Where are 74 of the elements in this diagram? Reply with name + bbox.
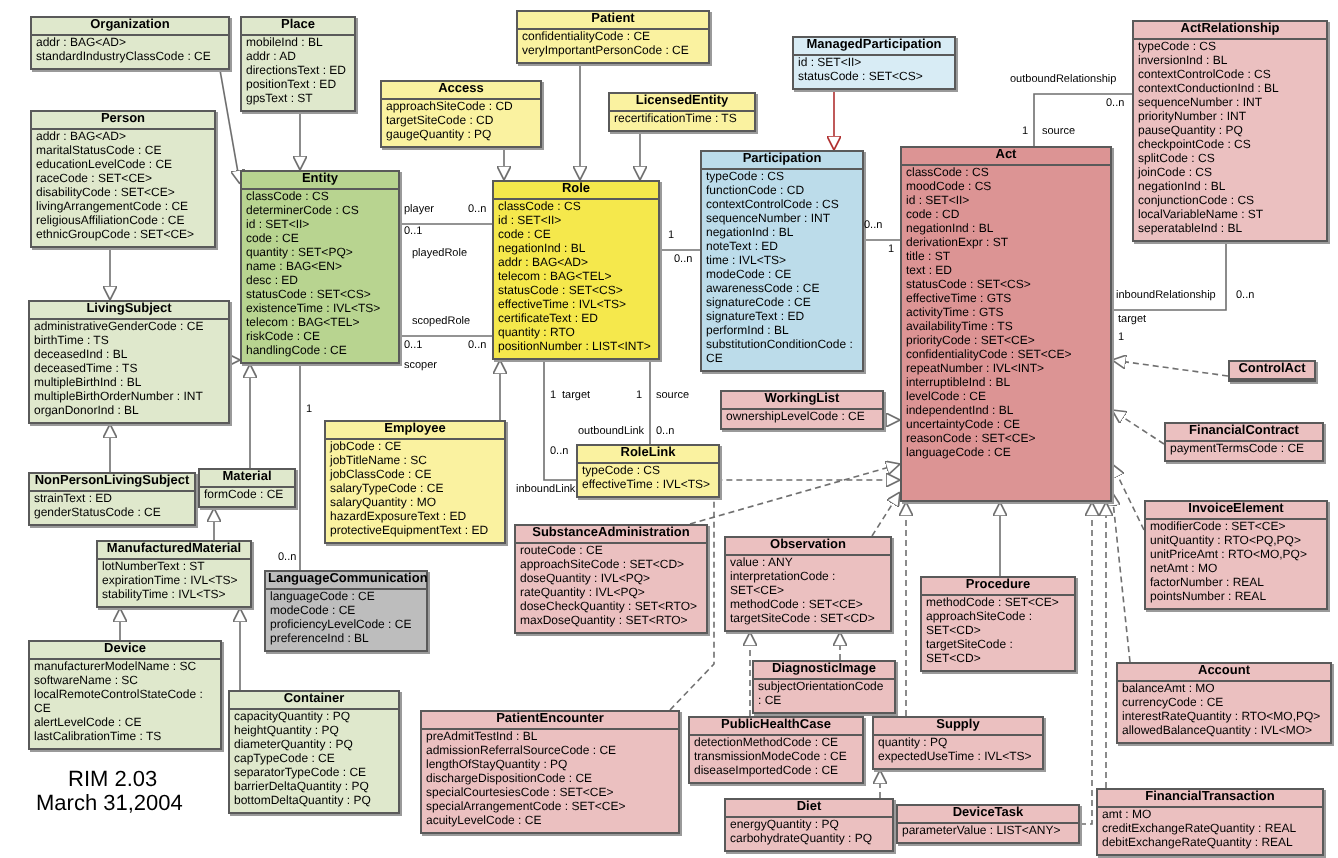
generalization-arrow [898,501,914,717]
class-box [240,170,400,364]
class-box [608,92,756,132]
generalization-arrow [572,63,588,181]
class-box [872,716,1044,770]
association-line [399,223,493,225]
generalization-arrow [689,460,901,525]
generalization-arrow [992,501,1008,577]
association-line [299,363,301,571]
generalization-arrow [232,607,248,691]
generalization-arrow [102,423,118,473]
class-box [28,640,222,750]
generalization-arrow [1105,491,1131,663]
class-box [30,110,216,248]
association-line [543,359,577,481]
generalization-arrow [826,89,842,151]
generalization-arrow [102,247,118,301]
generalization-arrow [242,363,258,469]
class-box [720,390,884,430]
class-box [1132,20,1328,242]
version-label: RIM 2.03 [68,768,158,792]
class-box [514,524,708,634]
association-line [649,359,651,445]
class-box [1164,422,1324,462]
class-box [420,710,680,834]
class-box [324,420,506,544]
association-line [863,239,901,241]
generalization-arrow [632,131,648,181]
generalization-arrow [872,769,888,799]
generalization-arrow [292,111,308,171]
association-line [399,335,493,337]
generalization-arrow [492,359,508,421]
class-box [28,300,230,424]
class-box [1144,500,1328,610]
class-box [576,444,720,498]
generalization-arrow [669,472,901,711]
association-line [659,249,701,251]
class-box [96,540,252,608]
generalization-arrow [206,507,222,541]
generalization-arrow [883,412,901,428]
generalization-arrow [1110,463,1145,531]
generalization-arrow [219,69,246,185]
class-box [516,10,710,64]
association-line [1111,241,1227,311]
class-box [1096,788,1324,856]
generalization-arrow [871,491,901,537]
generalization-arrow [832,631,848,661]
class-box [724,798,894,852]
class-box [492,180,660,360]
generalization-arrow [1079,501,1100,825]
class-box [792,36,956,90]
generalization-arrow [742,631,758,717]
version-label: March 31,2004 [36,792,183,816]
generalization-arrow [496,147,512,181]
class-box [900,146,1112,502]
generalization-arrow [112,607,128,641]
class-box [380,80,542,148]
generalization-arrow [1098,501,1114,789]
class-box [28,472,196,526]
class-box [228,690,400,814]
class-box [920,576,1076,672]
class-box [264,570,428,652]
class-box [240,16,356,112]
generalization-arrow [1111,409,1165,445]
class-box [1116,662,1332,744]
class-box [688,716,864,784]
class-box [896,804,1080,844]
generalization-arrow [1111,354,1229,377]
association-line [1033,93,1133,147]
class-box [198,468,296,508]
class-box [724,536,892,632]
class-box [700,150,864,372]
class-box [752,660,896,714]
class-box [30,16,230,70]
